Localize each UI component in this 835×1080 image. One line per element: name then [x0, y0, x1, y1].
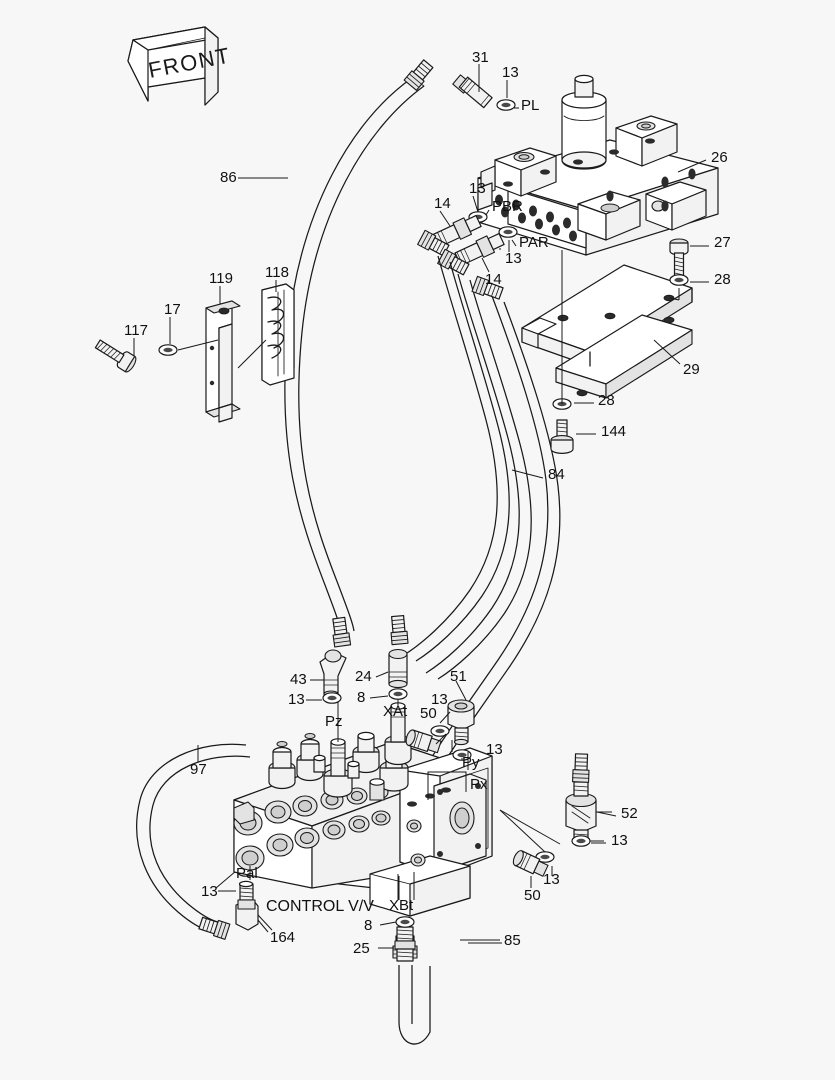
oring-13-right-52: [571, 835, 591, 847]
hose-97-end-fitting: [197, 914, 231, 940]
port-label-pal: Pal: [236, 865, 258, 882]
fitting-164: [235, 880, 259, 931]
fitting-50-lower: [512, 850, 549, 877]
washer-17: [158, 344, 178, 356]
oring-13-Pz: [322, 692, 342, 704]
port-label-pbr: PBR: [492, 198, 523, 215]
solenoid-coil-right: [615, 115, 678, 167]
callout-13-pl: 13: [502, 64, 519, 81]
hose-clamp-118: [261, 283, 295, 386]
hose-84-lower-end-b: [389, 614, 409, 646]
accumulator-cylinder: [561, 74, 607, 170]
hose-86: [284, 77, 425, 633]
callout-28-lower: 28: [598, 392, 615, 409]
hose-85-lower: [398, 965, 431, 1045]
callout-13-par: 13: [505, 250, 522, 267]
port-label-px: Px: [470, 776, 488, 793]
callout-85: 85: [504, 932, 521, 949]
control-valve-assembly: [233, 698, 493, 917]
callout-13-50-lower: 13: [543, 871, 560, 888]
callout-31: 31: [472, 49, 489, 66]
callout-leader-lines: [133, 64, 709, 944]
valve-end-cover: [433, 773, 487, 869]
hose-85-right-end: [571, 753, 591, 783]
callout-24: 24: [355, 668, 372, 685]
callout-26: 26: [711, 149, 728, 166]
mounting-bracket-29: [521, 264, 693, 399]
callout-51: 51: [450, 668, 467, 685]
port-label-xat: XAt: [383, 703, 408, 720]
clamp-bracket-119: [205, 300, 241, 423]
callout-8-xbt: 8: [364, 917, 373, 934]
callout-164: 164: [270, 929, 296, 946]
hose-97: [136, 743, 251, 933]
oring-8-XAt: [388, 688, 408, 700]
callout-17: 17: [164, 301, 181, 318]
hose-84: [403, 255, 532, 680]
callout-50-lower: 50: [524, 887, 541, 904]
callout-14-upper: 14: [434, 195, 451, 212]
bolt-144: [550, 419, 574, 454]
fitting-52: [565, 781, 597, 845]
callout-144: 144: [601, 423, 627, 440]
callout-119: 119: [209, 270, 233, 287]
callout-97: 97: [190, 761, 207, 778]
control-valve-label: CONTROL V/V: [266, 898, 374, 915]
port-label-pz: Pz: [325, 713, 343, 730]
fitting-43: [319, 649, 347, 698]
bolt-117: [92, 335, 139, 375]
callout-86: 86: [220, 169, 237, 186]
fitting-24: [388, 648, 408, 689]
solenoid-coil-far-right: [645, 181, 707, 231]
callout-13-pbr: 13: [469, 180, 486, 197]
oring-13-upper-51: [430, 725, 450, 737]
port-label-py: Py: [462, 754, 480, 771]
fitting-51: [447, 699, 475, 746]
oring-13-PL: [496, 99, 516, 111]
callout-13-pal: 13: [201, 883, 218, 900]
callout-84: 84: [548, 466, 565, 483]
hose-86-end-fitting: [403, 58, 436, 91]
port-label-pl: PL: [521, 97, 540, 114]
oring-8-XBt: [395, 916, 415, 928]
callout-28-upper: 28: [714, 271, 731, 288]
callout-29: 29: [683, 361, 700, 378]
callout-117: 117: [124, 322, 148, 339]
callout-52: 52: [621, 805, 638, 822]
callout-13-py: 13: [486, 741, 503, 758]
fitting-25: [394, 926, 416, 962]
port-label-par: PAR: [519, 234, 549, 251]
callout-8-xat: 8: [357, 689, 366, 706]
washer-28-upper: [669, 274, 689, 286]
valve-spool-stacks: [268, 698, 412, 801]
port-label-xbt: XBt: [389, 897, 414, 914]
solenoid-valve-block-26: [477, 74, 719, 256]
callout-13-51: 13: [431, 691, 448, 708]
callout-118: 118: [265, 264, 289, 281]
solenoid-coil-lower-right: [577, 191, 641, 241]
callout-13-pz: 13: [288, 691, 305, 708]
oring-13-PAR: [498, 226, 518, 238]
hose-85: [403, 295, 561, 819]
callout-27: 27: [714, 234, 731, 251]
callout-25: 25: [353, 940, 370, 957]
fitting-31: [452, 74, 493, 109]
callout-43: 43: [290, 671, 307, 688]
hose-84-lower-end-a: [330, 616, 352, 648]
callout-14-lower: 14: [485, 271, 502, 288]
front-arrow-icon: FRONT: [127, 26, 233, 106]
callout-13-52: 13: [611, 832, 628, 849]
callout-50-upper: 50: [420, 705, 437, 722]
